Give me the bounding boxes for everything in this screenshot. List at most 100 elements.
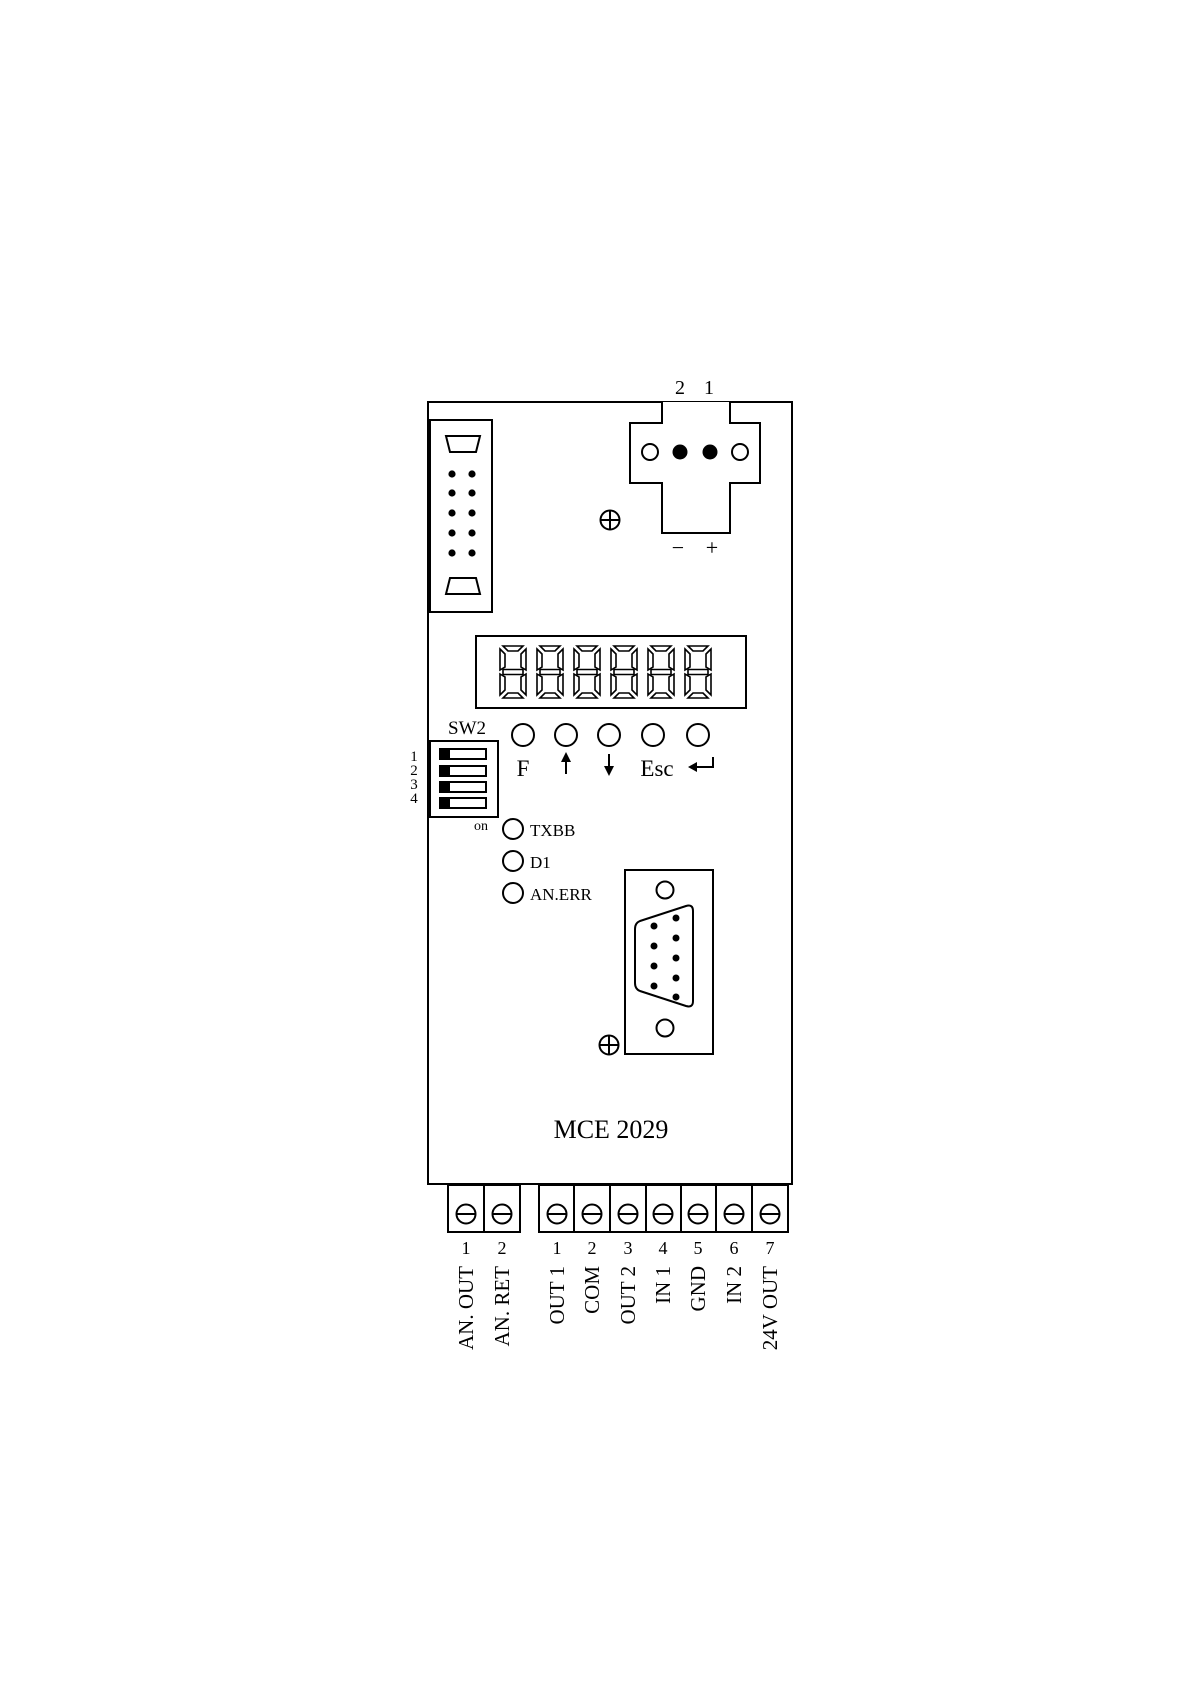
terminal-screw-icon[interactable] bbox=[654, 1205, 673, 1224]
terminal-in-1: 4 IN 1 bbox=[651, 1205, 675, 1304]
esc-button[interactable] bbox=[642, 724, 664, 746]
display-segment bbox=[500, 649, 505, 670]
terminal-number: 1 bbox=[553, 1238, 562, 1258]
terminal-number: 4 bbox=[659, 1238, 668, 1258]
display-segment bbox=[614, 646, 634, 651]
display-segment bbox=[503, 646, 523, 651]
terminal-screw-icon[interactable] bbox=[619, 1205, 638, 1224]
display-segment bbox=[521, 674, 526, 695]
ribbon-pins bbox=[448, 470, 475, 556]
terminal-number: 7 bbox=[766, 1238, 775, 1258]
display-segment bbox=[669, 674, 674, 695]
display-segment bbox=[648, 649, 653, 670]
terminal-screw-icon[interactable] bbox=[457, 1205, 476, 1224]
display-digit bbox=[574, 646, 600, 698]
terminal-screw-icon[interactable] bbox=[583, 1205, 602, 1224]
power-pin-2-label: 2 bbox=[675, 377, 685, 399]
display-segment bbox=[611, 674, 616, 695]
display-segment bbox=[648, 674, 653, 695]
arrow-down-icon bbox=[604, 754, 614, 776]
terminal-label: AN. RET bbox=[490, 1266, 514, 1347]
display-segment bbox=[614, 670, 634, 675]
sw2-dip-switch: SW2 1 2 3 4 on bbox=[410, 718, 498, 834]
terminal-number: 6 bbox=[730, 1238, 739, 1258]
display-segment bbox=[685, 649, 690, 670]
terminal-com: 2 COM bbox=[580, 1205, 604, 1314]
up-button[interactable] bbox=[555, 724, 577, 746]
display-segment bbox=[706, 674, 711, 695]
db9-connector[interactable] bbox=[625, 870, 713, 1054]
terminal-label: 24V OUT bbox=[758, 1266, 782, 1350]
ribbon-connector bbox=[430, 420, 492, 612]
sw2-position-4: 4 bbox=[410, 791, 418, 807]
terminal-label: GND bbox=[686, 1266, 710, 1312]
sw2-on-label: on bbox=[474, 819, 488, 834]
terminal-screw-icon[interactable] bbox=[725, 1205, 744, 1224]
display-segment bbox=[540, 646, 560, 651]
led-txbb-label: TXBB bbox=[530, 821, 575, 840]
terminal-number: 5 bbox=[694, 1238, 703, 1258]
io-terminal-block bbox=[539, 1185, 788, 1232]
power-minus-label: − bbox=[672, 535, 684, 560]
terminal-an-out: 1 AN. OUT bbox=[454, 1205, 478, 1351]
terminal-24v-out: 7 24V OUT bbox=[758, 1205, 782, 1351]
display-segment bbox=[500, 674, 505, 695]
keypad: F Esc bbox=[512, 724, 713, 781]
arrow-up-icon bbox=[561, 752, 571, 774]
terminal-screw-icon[interactable] bbox=[689, 1205, 708, 1224]
display-segment bbox=[537, 649, 542, 670]
terminal-gnd: 5 GND bbox=[686, 1205, 710, 1312]
led-txbb-icon bbox=[503, 819, 523, 839]
enter-button[interactable] bbox=[687, 724, 709, 746]
terminal-an-ret: 2 AN. RET bbox=[490, 1205, 514, 1347]
terminal-screw-icon[interactable] bbox=[548, 1205, 567, 1224]
display-digit bbox=[537, 646, 563, 698]
terminal-screw-icon[interactable] bbox=[761, 1205, 780, 1224]
display-segment bbox=[595, 649, 600, 670]
display-segment bbox=[688, 670, 708, 675]
display-segment bbox=[611, 649, 616, 670]
display-digit bbox=[611, 646, 637, 698]
terminal-label: AN. OUT bbox=[454, 1266, 478, 1350]
display-segment bbox=[540, 693, 560, 698]
display-segment bbox=[574, 674, 579, 695]
display-segment bbox=[669, 649, 674, 670]
down-button[interactable] bbox=[598, 724, 620, 746]
display-segment bbox=[688, 646, 708, 651]
display-segment bbox=[503, 693, 523, 698]
display-segment bbox=[577, 670, 597, 675]
terminal-number: 2 bbox=[588, 1238, 597, 1258]
display-segment bbox=[574, 649, 579, 670]
display-segment bbox=[558, 674, 563, 695]
led-anerr-label: AN.ERR bbox=[530, 885, 593, 904]
display-segment bbox=[503, 670, 523, 675]
terminal-label: OUT 1 bbox=[545, 1266, 569, 1325]
display-segment bbox=[685, 674, 690, 695]
display-digit bbox=[648, 646, 674, 698]
f-button[interactable] bbox=[512, 724, 534, 746]
terminal-screw-icon[interactable] bbox=[493, 1205, 512, 1224]
terminal-in-2: 6 IN 2 bbox=[722, 1205, 746, 1304]
display-segment bbox=[632, 674, 637, 695]
f-button-label: F bbox=[517, 756, 530, 781]
led-d1-label: D1 bbox=[530, 853, 551, 872]
terminal-label: OUT 2 bbox=[616, 1266, 640, 1325]
sw2-label: SW2 bbox=[448, 718, 486, 739]
led-anerr-icon bbox=[503, 883, 523, 903]
mounting-screw-icon bbox=[601, 511, 620, 530]
display-segment bbox=[614, 693, 634, 698]
display-segment bbox=[651, 693, 671, 698]
display-segment bbox=[577, 646, 597, 651]
display-segment bbox=[577, 693, 597, 698]
power-plus-label: + bbox=[706, 535, 718, 560]
power-pin-1-label: 1 bbox=[704, 377, 714, 399]
terminal-label: COM bbox=[580, 1266, 604, 1314]
mounting-screw-icon bbox=[600, 1036, 619, 1055]
power-connector: 2 1 − + bbox=[630, 377, 760, 560]
display-digits bbox=[500, 646, 711, 698]
esc-button-label: Esc bbox=[640, 756, 673, 781]
display-segment bbox=[540, 670, 560, 675]
display-segment bbox=[632, 649, 637, 670]
terminal-number: 1 bbox=[462, 1238, 471, 1258]
